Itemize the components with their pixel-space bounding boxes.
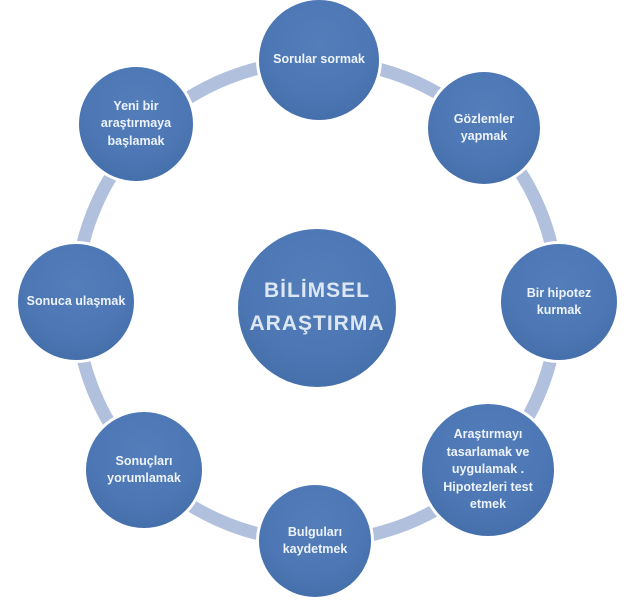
node-arastirmayi-tasarlamak: Araştırmayı tasarlamak ve uygulamak . Hi… [422,404,554,536]
node-bulgulari-kaydetmek: Bulguları kaydetmek [259,485,371,597]
node-label: Bir hipotez kurmak [526,285,592,318]
node-label: Yeni bir araştırmaya başlamak [100,98,172,148]
node-gozlemler-yapmak: Gözlemler yapmak [428,72,540,184]
node-bir-hipotez-kurmak: Bir hipotez kurmak [501,244,617,360]
node-label: Bulguları kaydetmek [282,524,348,557]
node-label: Araştırmayı tasarlamak ve uygulamak . Hi… [443,427,533,512]
center-node-label: BİLİMSEL ARAŞTIRMA [249,279,385,335]
node-sonuclari-yorumlamak: Sonuçları yorumlamak [86,412,202,528]
node-yeni-bir-arastirmaya-baslamak: Yeni bir araştırmaya başlamak [79,67,193,181]
node-label: Sorular sormak [273,52,365,67]
node-label: Sonuçları yorumlamak [107,453,181,486]
node-sorular-sormak: Sorular sormak [259,0,379,120]
node-label: Gözlemler yapmak [453,111,515,144]
center-node-bilimsel-arastirma: BİLİMSEL ARAŞTIRMA [238,229,396,387]
node-sonuca-ulasmak: Sonuca ulaşmak [18,244,134,360]
node-label: Sonuca ulaşmak [26,294,126,309]
